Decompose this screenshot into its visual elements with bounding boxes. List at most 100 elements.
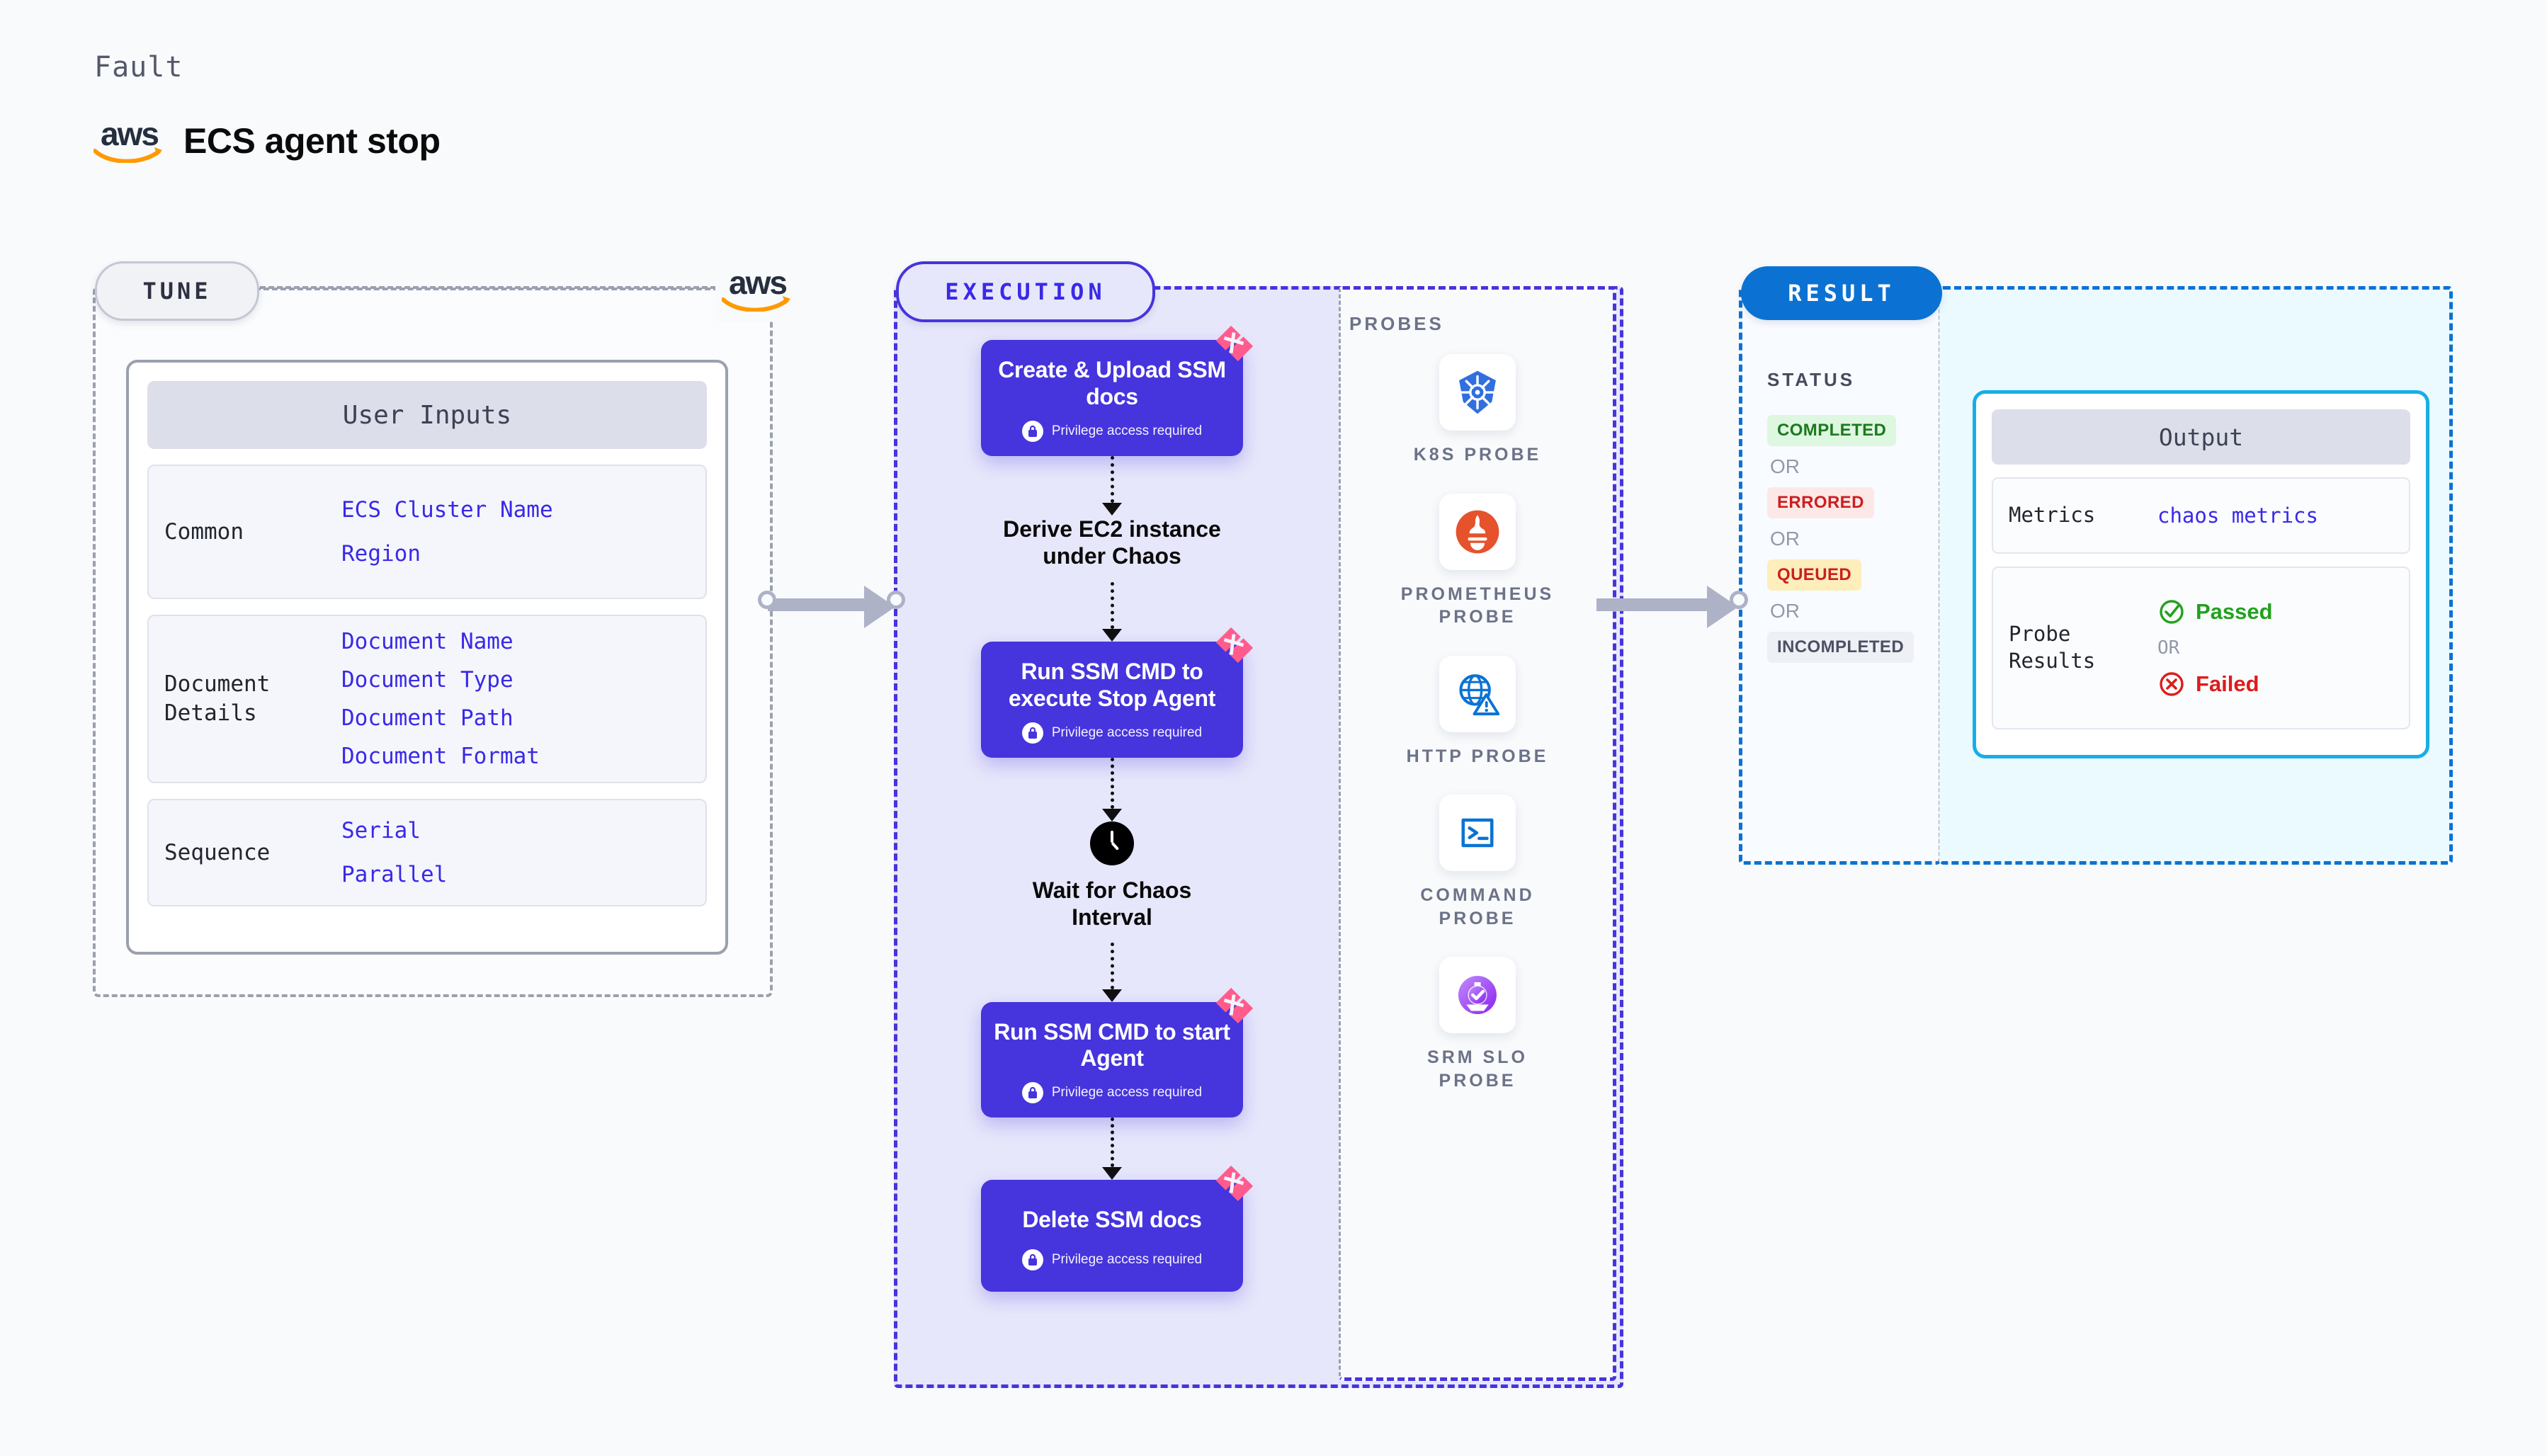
flow-connector-arrow: [1102, 455, 1122, 516]
aws-smile-icon-small: [722, 296, 790, 312]
flow-step-title: Run SSM CMD to execute Stop Agent: [1008, 659, 1216, 712]
input-group-sequence: Sequence Serial Parallel: [147, 799, 707, 906]
harness-flag-icon: [1215, 1165, 1254, 1202]
probe-result-failed: Failed: [2157, 670, 2273, 698]
flow-step-run-ssm-cmd-start-agent[interactable]: Run SSM CMD to start Agent Privilege acc…: [981, 987, 1254, 1118]
output-row-label: Metrics: [2009, 503, 2096, 528]
privilege-note: Privilege access required: [994, 1249, 1230, 1270]
harness-flag-icon: [1215, 987, 1254, 1023]
probe-label: HTTP PROBE: [1406, 746, 1549, 766]
input-value[interactable]: Document Path: [341, 705, 514, 731]
input-value[interactable]: ECS Cluster Name: [341, 497, 553, 523]
flow-connector-arrow: [1102, 757, 1122, 821]
flow-connector-arrow: [1102, 1117, 1122, 1181]
user-inputs-title: User Inputs: [147, 381, 707, 449]
aws-smile-icon: [93, 147, 162, 163]
lock-icon: [1021, 420, 1043, 442]
http-globe-icon: [1459, 673, 1500, 715]
arrow-execution-to-result: [1587, 586, 1749, 628]
privilege-text: Privilege access required: [1051, 1085, 1203, 1100]
input-value[interactable]: Serial: [341, 818, 421, 843]
input-value[interactable]: Document Name: [341, 629, 514, 654]
clock-icon: [1090, 821, 1134, 865]
input-value[interactable]: Document Format: [341, 744, 540, 769]
input-value[interactable]: Region: [341, 541, 421, 567]
flow-step-create-upload-ssm-docs[interactable]: Create & Upload SSM docs Privilege acces…: [981, 325, 1254, 456]
probe-tile: [1439, 354, 1516, 431]
or-separator: OR: [1770, 528, 1800, 550]
page-title: ECS agent stop: [183, 121, 441, 161]
probe-item-http[interactable]: HTTP PROBE: [1385, 655, 1570, 768]
aws-logo-icon: aws: [92, 115, 166, 163]
prometheus-icon: [1456, 510, 1499, 553]
output-row-values: Passed OR Failed: [2157, 598, 2273, 698]
flow-step-title: Delete SSM docs: [1022, 1207, 1202, 1233]
passed-label: Passed: [2196, 599, 2273, 624]
output-row-metrics: Metrics chaos metrics: [1992, 477, 2410, 554]
status-badge-incompleted: INCOMPLETED: [1767, 632, 1914, 663]
probe-tile: [1439, 957, 1516, 1033]
check-circle-icon: [2160, 600, 2184, 624]
flow-connector-arrow: [1102, 942, 1122, 1002]
aws-provider-badge: aws: [715, 258, 800, 322]
privilege-text: Privilege access required: [1051, 724, 1203, 740]
tune-dashed-connector: [255, 288, 719, 290]
probes-title: PROBES: [1349, 313, 1444, 334]
fault-eyebrow-label: Fault: [94, 51, 183, 84]
flow-step-title: Run SSM CMD to start Agent: [994, 1018, 1230, 1071]
probe-label: K8S PROBE: [1413, 445, 1542, 465]
aws-logo-icon-small: aws: [720, 264, 795, 312]
aws-wordmark-small: aws: [729, 264, 788, 301]
probe-item-k8s[interactable]: K8S PROBE: [1385, 354, 1570, 467]
privilege-text: Privilege access required: [1051, 423, 1203, 438]
input-group-name: Sequence: [164, 839, 271, 865]
page-title-row: aws ECS agent stop: [92, 115, 441, 163]
probe-tile: [1439, 493, 1516, 570]
privilege-note: Privilege access required: [994, 1082, 1230, 1104]
tune-pill-label: TUNE: [95, 261, 259, 321]
flow-step-title: Create & Upload SSM docs: [998, 357, 1226, 409]
input-value[interactable]: Document Type: [341, 667, 514, 693]
lock-icon: [1021, 1082, 1043, 1104]
status-badge-completed: COMPLETED: [1767, 415, 1897, 446]
status-badge-queued: QUEUED: [1767, 559, 1862, 591]
flow-step-run-ssm-cmd-stop-agent[interactable]: Run SSM CMD to execute Stop Agent Privil…: [981, 627, 1254, 758]
input-group-values: Document Name Document Type Document Pat…: [341, 629, 540, 769]
probe-result-passed: Passed: [2157, 598, 2273, 626]
output-row-values: chaos metrics: [2157, 504, 2318, 528]
aws-wordmark: aws: [101, 115, 159, 152]
harness-flag-icon: [1215, 627, 1254, 664]
input-group-values: ECS Cluster Name Region: [341, 497, 553, 567]
metrics-value[interactable]: chaos metrics: [2157, 504, 2318, 528]
input-group-name: Common: [164, 518, 244, 545]
arrow-tune-to-execution: [758, 586, 905, 628]
kubernetes-icon: [1459, 370, 1496, 414]
input-group-common: Common ECS Cluster Name Region: [147, 465, 707, 599]
failed-label: Failed: [2196, 671, 2259, 696]
input-value[interactable]: Parallel: [341, 862, 448, 887]
result-pill-label: RESULT: [1741, 266, 1942, 320]
probe-tile: [1439, 795, 1516, 871]
terminal-icon: [1461, 818, 1494, 848]
privilege-text: Privilege access required: [1051, 1251, 1203, 1267]
flow-step-delete-ssm-docs[interactable]: Delete SSM docs Privilege access require…: [981, 1165, 1254, 1292]
execution-flow: Create & Upload SSM docs Privilege acces…: [914, 325, 1310, 1292]
srm-slo-icon: [1458, 976, 1497, 1014]
flow-connector-arrow: [1102, 582, 1122, 642]
harness-flag-icon: [1215, 325, 1254, 362]
status-section-title: STATUS: [1767, 369, 1856, 390]
or-separator: OR: [2157, 637, 2180, 659]
